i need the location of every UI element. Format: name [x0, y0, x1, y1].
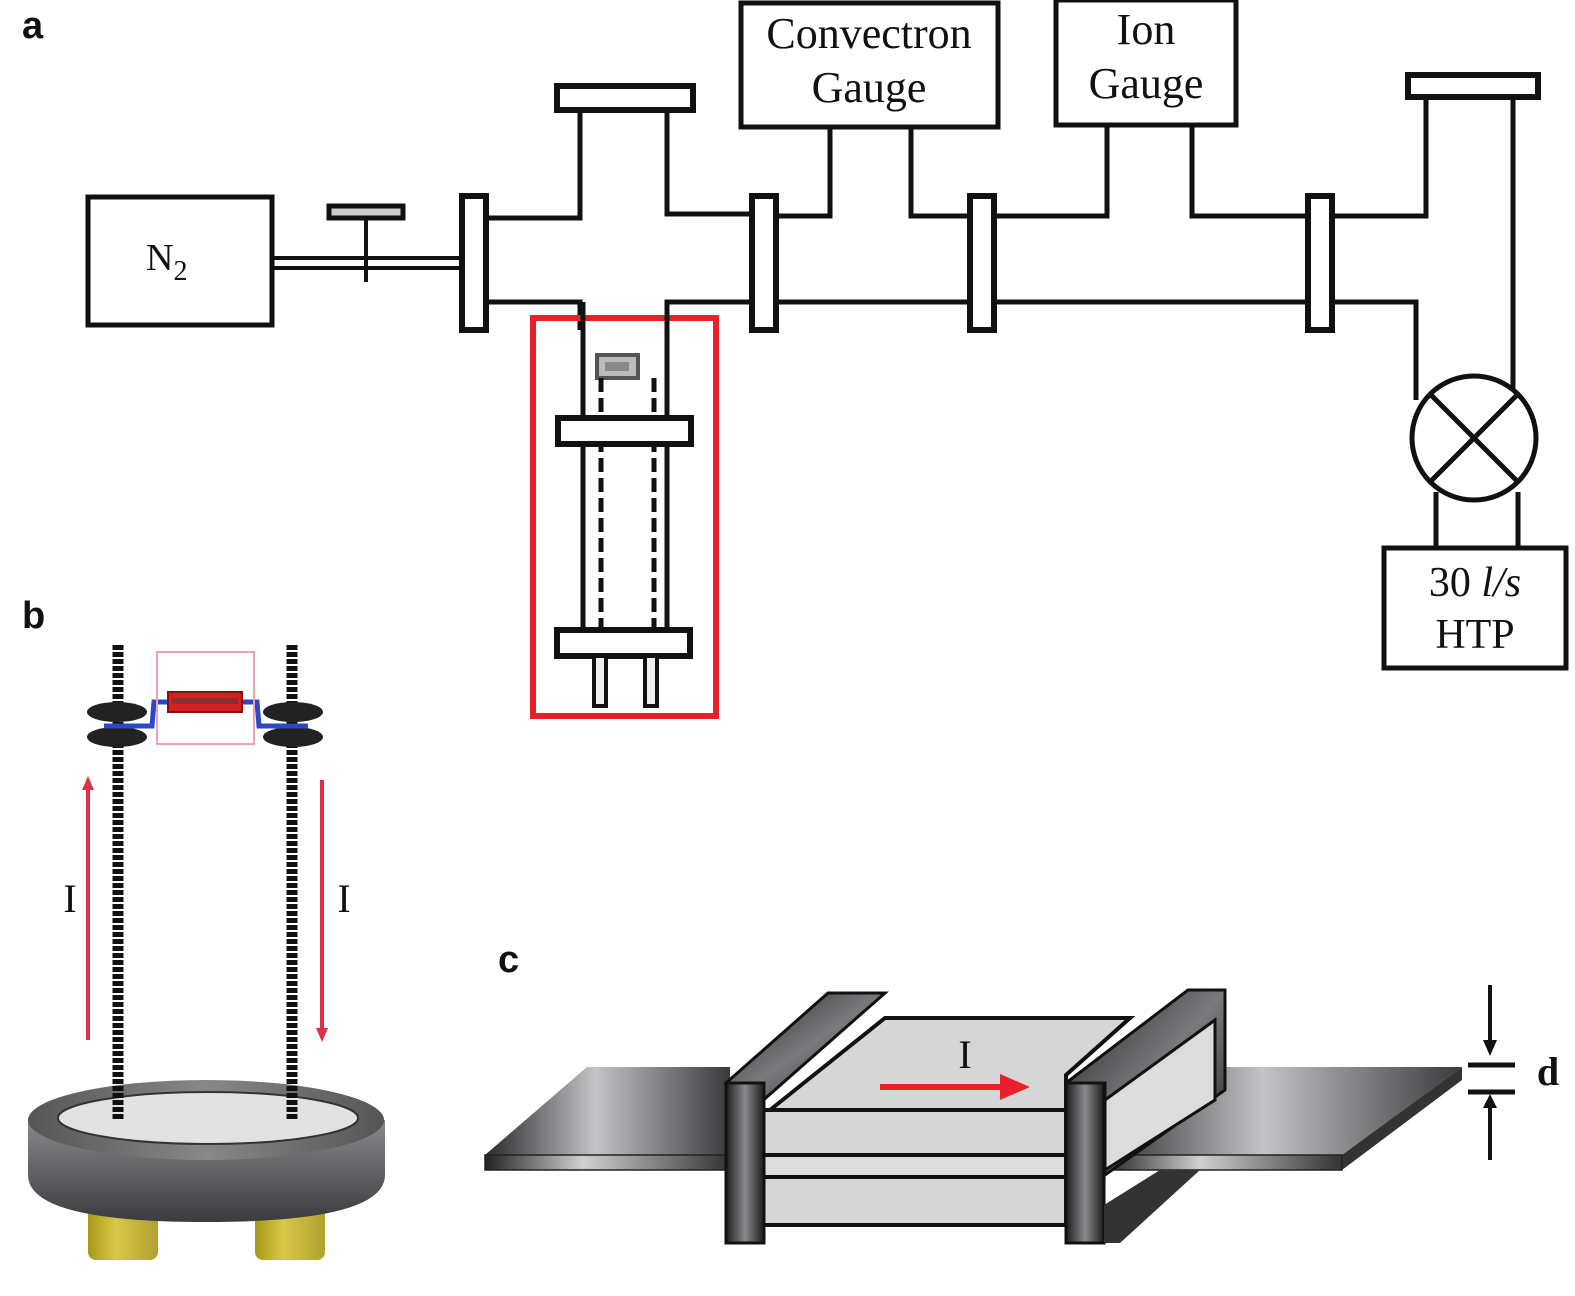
flange-2 — [749, 193, 779, 333]
svg-text:Ion: Ion — [1117, 5, 1176, 54]
sample-holder-highlight — [530, 302, 719, 719]
current-arrow-right — [880, 1074, 1030, 1100]
svg-text:30 l/s: 30 l/s — [1429, 560, 1521, 606]
svg-text:Gauge: Gauge — [812, 63, 927, 112]
gate-valve-icon — [1409, 373, 1539, 548]
thickness-marker — [1468, 985, 1515, 1160]
current-label-left: I — [63, 876, 76, 921]
leak-valve — [272, 203, 462, 282]
n2-label: N2 — [146, 237, 187, 287]
svg-text:HTP: HTP — [1435, 612, 1514, 658]
flange-1 — [459, 193, 489, 333]
current-arrow-up — [82, 776, 94, 1040]
current-label-right: I — [337, 876, 350, 921]
clamp-front-left — [724, 1081, 766, 1245]
panel-label-c: c — [498, 939, 519, 981]
sample-highlight-box — [156, 651, 255, 745]
svg-text:Gauge: Gauge — [1089, 59, 1204, 108]
turbo-pump: 30 l/s HTP — [1381, 545, 1569, 671]
panel-c: c I — [484, 939, 1559, 1245]
panel-b: b I — [22, 595, 385, 1260]
convectron-gauge: Convectron Gauge — [738, 0, 1001, 219]
n2-gas-source: N2 — [85, 194, 275, 328]
sample-chamber-cross — [487, 83, 755, 330]
current-arrow-down — [316, 780, 328, 1042]
current-label: I — [958, 1032, 971, 1077]
thickness-label: d — [1537, 1049, 1559, 1094]
panel-label-a: a — [22, 5, 44, 47]
flange-4 — [1305, 193, 1335, 333]
ion-gauge: Ion Gauge — [994, 0, 1308, 219]
panel-a: a N2 Convectron — [22, 0, 1569, 719]
vent-port — [1332, 72, 1541, 400]
panel-label-b: b — [22, 595, 45, 637]
clamp-front-right — [1064, 1081, 1106, 1245]
svg-text:Convectron: Convectron — [766, 9, 971, 58]
clamp-right — [263, 702, 323, 747]
flange-3 — [967, 193, 997, 333]
plate-left — [484, 1067, 731, 1171]
clamp-left — [87, 702, 147, 747]
feedthrough-base — [28, 1080, 385, 1260]
